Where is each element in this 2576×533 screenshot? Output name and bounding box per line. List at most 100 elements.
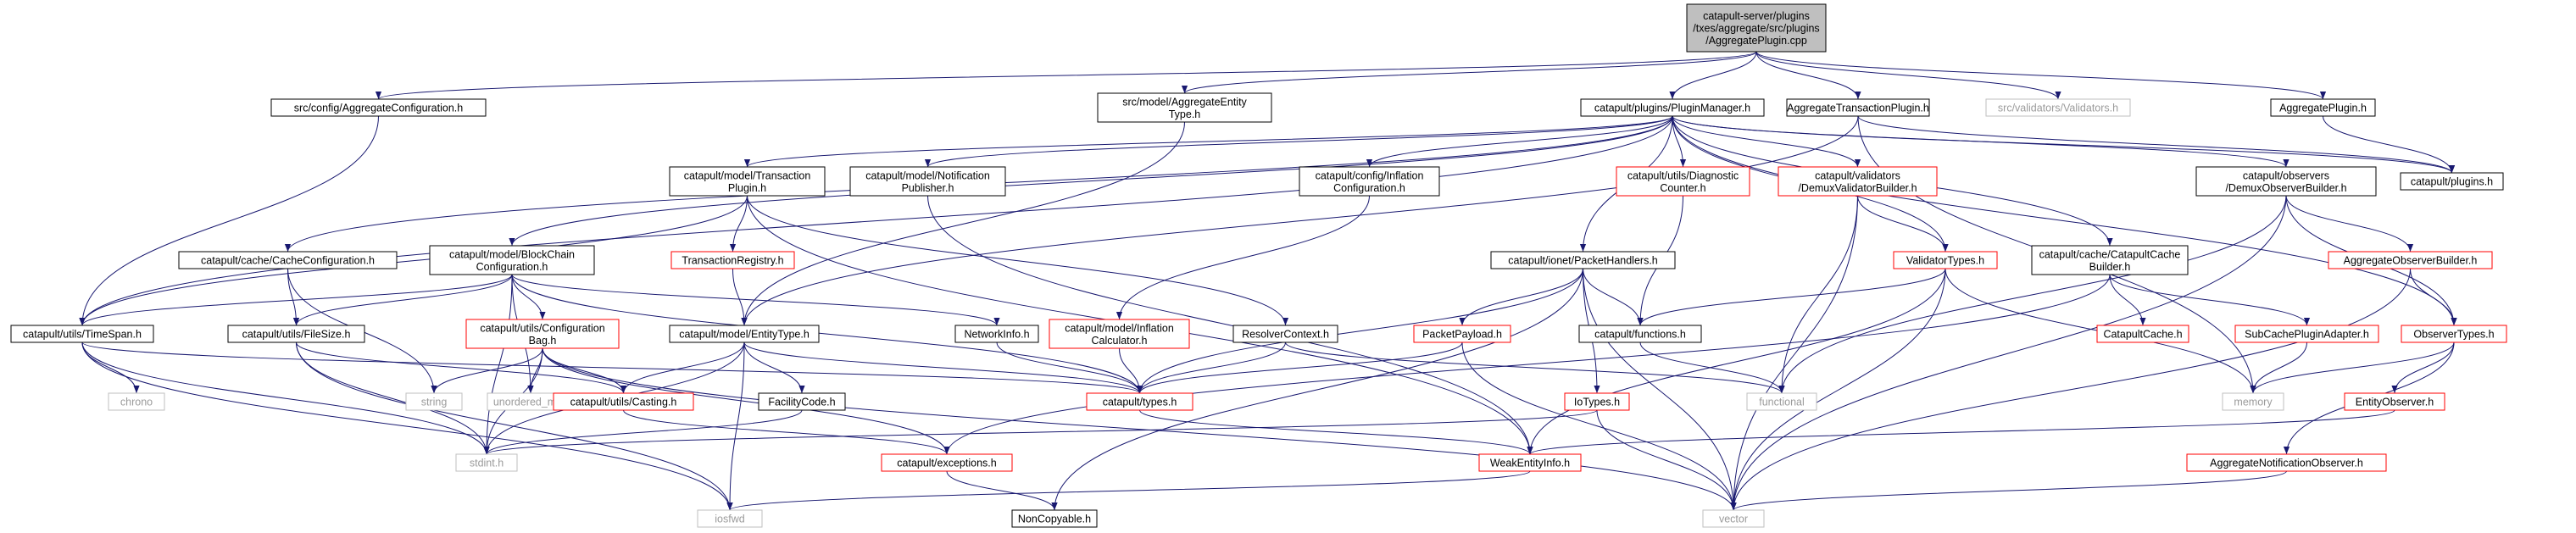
node-box	[1786, 98, 1930, 117]
edge-aggtxplugin-to-pluginsh	[1857, 115, 2455, 174]
edge-resolverctx-to-functional	[1285, 341, 1785, 394]
edge-entitytype-to-typesh	[743, 341, 1143, 394]
edge-packethandlers-to-functionsh	[1583, 268, 1644, 326]
graph-node-txregistry[interactable]: TransactionRegistry.h	[670, 251, 795, 269]
graph-node-cacheconfig[interactable]: catapult/cache/CacheConfiguration.h	[178, 251, 398, 269]
graph-node-stdint[interactable]: stdint.h	[455, 453, 518, 472]
graph-node-aggconfig[interactable]: src/config/AggregateConfiguration.h	[270, 98, 487, 117]
graph-node-typesh[interactable]: catapult/types.h	[1086, 392, 1193, 411]
edge-timespan-to-iosfwd	[81, 341, 733, 511]
graph-node-chrono[interactable]: chrono	[108, 392, 165, 411]
node-label: chrono	[120, 397, 153, 408]
edge-root-to-aggplugin	[1755, 51, 2326, 100]
graph-node-weakentity[interactable]: WeakEntityInfo.h	[1478, 453, 1582, 472]
node-box	[1578, 325, 1702, 343]
graph-node-packetpayload[interactable]: PacketPayload.h	[1413, 325, 1511, 343]
graph-node-unorderedmap[interactable]: unordered_map	[487, 392, 575, 411]
node-box	[1011, 509, 1098, 528]
graph-node-timespan[interactable]: catapult/utils/TimeSpan.h	[10, 325, 154, 343]
node-label: EntityObserver.h	[2356, 397, 2434, 408]
node-label: ObserverTypes.h	[2413, 329, 2494, 341]
edge-blockchainconfig-to-configbag	[511, 274, 546, 320]
graph-node-functional[interactable]: functional	[1746, 392, 1817, 411]
graph-node-catapultcache[interactable]: CatapultCache.h	[2096, 325, 2189, 343]
graph-node-vector[interactable]: vector	[1702, 509, 1765, 528]
graph-node-networkinfo[interactable]: NetworkInfo.h	[954, 325, 1039, 343]
graph-node-aggplugin[interactable]: AggregatePlugin.h	[2270, 98, 2376, 117]
graph-node-aggnotifobs[interactable]: AggregateNotificationObserver.h	[2186, 453, 2387, 472]
graph-node-pluginmanager[interactable]: catapult/plugins/PluginManager.h	[1580, 98, 1765, 117]
graph-node-subcache[interactable]: SubCachePluginAdapter.h	[2234, 325, 2379, 343]
edge-observertypes-to-entityobserver	[2391, 341, 2455, 394]
node-label: functional	[1759, 397, 1805, 408]
graph-node-memory[interactable]: memory	[2222, 392, 2284, 411]
graph-node-facilitycode[interactable]: FacilityCode.h	[758, 392, 846, 411]
node-label: catapult/model/BlockChain	[449, 248, 575, 260]
node-label: catapult/utils/Configuration	[480, 322, 604, 334]
edge-packetpayload-to-vector	[1461, 341, 1737, 511]
graph-node-demuxobs[interactable]: catapult/observers/DemuxObserverBuilder.…	[2195, 166, 2377, 197]
graph-node-functionsh[interactable]: catapult/functions.h	[1578, 325, 1702, 343]
graph-node-entitytype[interactable]: catapult/model/EntityType.h	[669, 325, 820, 343]
node-label: NonCopyable.h	[1018, 514, 1091, 525]
graph-node-txplugin[interactable]: catapult/model/TransactionPlugin.h	[669, 166, 826, 197]
node-label: catapult/ionet/PacketHandlers.h	[1508, 255, 1658, 267]
edge-pluginmanager-to-blockchainconfig	[509, 115, 1673, 247]
edge-aggplugin-to-pluginsh	[2323, 115, 2456, 174]
graph-node-pluginsh[interactable]: catapult/plugins.h	[2400, 172, 2504, 191]
edge-cachebuilder-to-subcache	[2109, 274, 2311, 326]
graph-node-validators[interactable]: src/validators/Validators.h	[1985, 98, 2131, 117]
graph-node-demuxvalid[interactable]: catapult/validators/DemuxValidatorBuilde…	[1778, 166, 1938, 197]
edge-validatortypes-to-vector	[1730, 268, 1946, 511]
graph-node-exceptions[interactable]: catapult/exceptions.h	[881, 453, 1013, 472]
graph-node-aggtxplugin[interactable]: AggregateTransactionPlugin.h	[1786, 98, 1930, 117]
edge-aggconfig-to-timespan	[79, 115, 379, 326]
graph-node-noncopyable[interactable]: NonCopyable.h	[1011, 509, 1098, 528]
graph-node-observertypes[interactable]: ObserverTypes.h	[2401, 325, 2507, 343]
node-label: src/validators/Validators.h	[1998, 103, 2118, 114]
edge-demuxvalid-to-validatortypes	[1857, 195, 1949, 253]
node-label: iosfwd	[715, 514, 744, 525]
edge-entitytype-to-casting	[620, 341, 745, 394]
node-box	[1778, 166, 1938, 197]
edge-demuxobs-to-aggobsbuilder	[2285, 195, 2414, 253]
graph-node-aggobsbuilder[interactable]: AggregateObserverBuilder.h	[2328, 251, 2493, 269]
edge-demuxvalid-to-vector	[1730, 195, 1858, 511]
graph-node-iosfwd[interactable]: iosfwd	[697, 509, 763, 528]
graph-node-validatortypes[interactable]: ValidatorTypes.h	[1893, 251, 1998, 269]
edge-cachebuilder-to-catapultcache	[2109, 274, 2146, 326]
graph-node-filesize[interactable]: catapult/utils/FileSize.h	[227, 325, 365, 343]
node-box	[1616, 166, 1750, 197]
graph-node-packethandlers[interactable]: catapult/ionet/PacketHandlers.h	[1490, 251, 1676, 269]
graph-node-entityobserver[interactable]: EntityObserver.h	[2344, 392, 2445, 411]
node-box	[1985, 98, 2131, 117]
node-box	[465, 319, 620, 349]
graph-node-iotypes[interactable]: IoTypes.h	[1564, 392, 1630, 411]
edge-aggobsbuilder-to-vector	[1730, 268, 2411, 511]
graph-node-root[interactable]: catapult-server/plugins/txes/aggregate/s…	[1686, 3, 1827, 53]
edge-packethandlers-to-noncopyable	[1051, 268, 1583, 511]
node-label: catapult/model/Notification	[865, 169, 990, 181]
edge-validatortypes-to-functionsh	[1637, 268, 1946, 326]
edge-configbag-to-unorderedmap	[527, 347, 543, 394]
graph-node-string[interactable]: string	[405, 392, 463, 411]
node-label: catapult/model/Transaction	[684, 169, 811, 181]
node-label: Configuration.h	[1333, 182, 1405, 194]
node-label: FacilityCode.h	[768, 397, 835, 408]
graph-node-resolverctx[interactable]: ResolverContext.h	[1232, 325, 1338, 343]
node-box	[178, 251, 398, 269]
node-box	[1580, 98, 1765, 117]
node-label: catapult/types.h	[1103, 397, 1177, 408]
node-label: catapult/model/Inflation	[1065, 322, 1174, 334]
node-label: AggregateObserverBuilder.h	[2344, 255, 2478, 267]
node-box	[270, 98, 487, 117]
graph-node-casting[interactable]: catapult/utils/Casting.h	[553, 392, 694, 411]
